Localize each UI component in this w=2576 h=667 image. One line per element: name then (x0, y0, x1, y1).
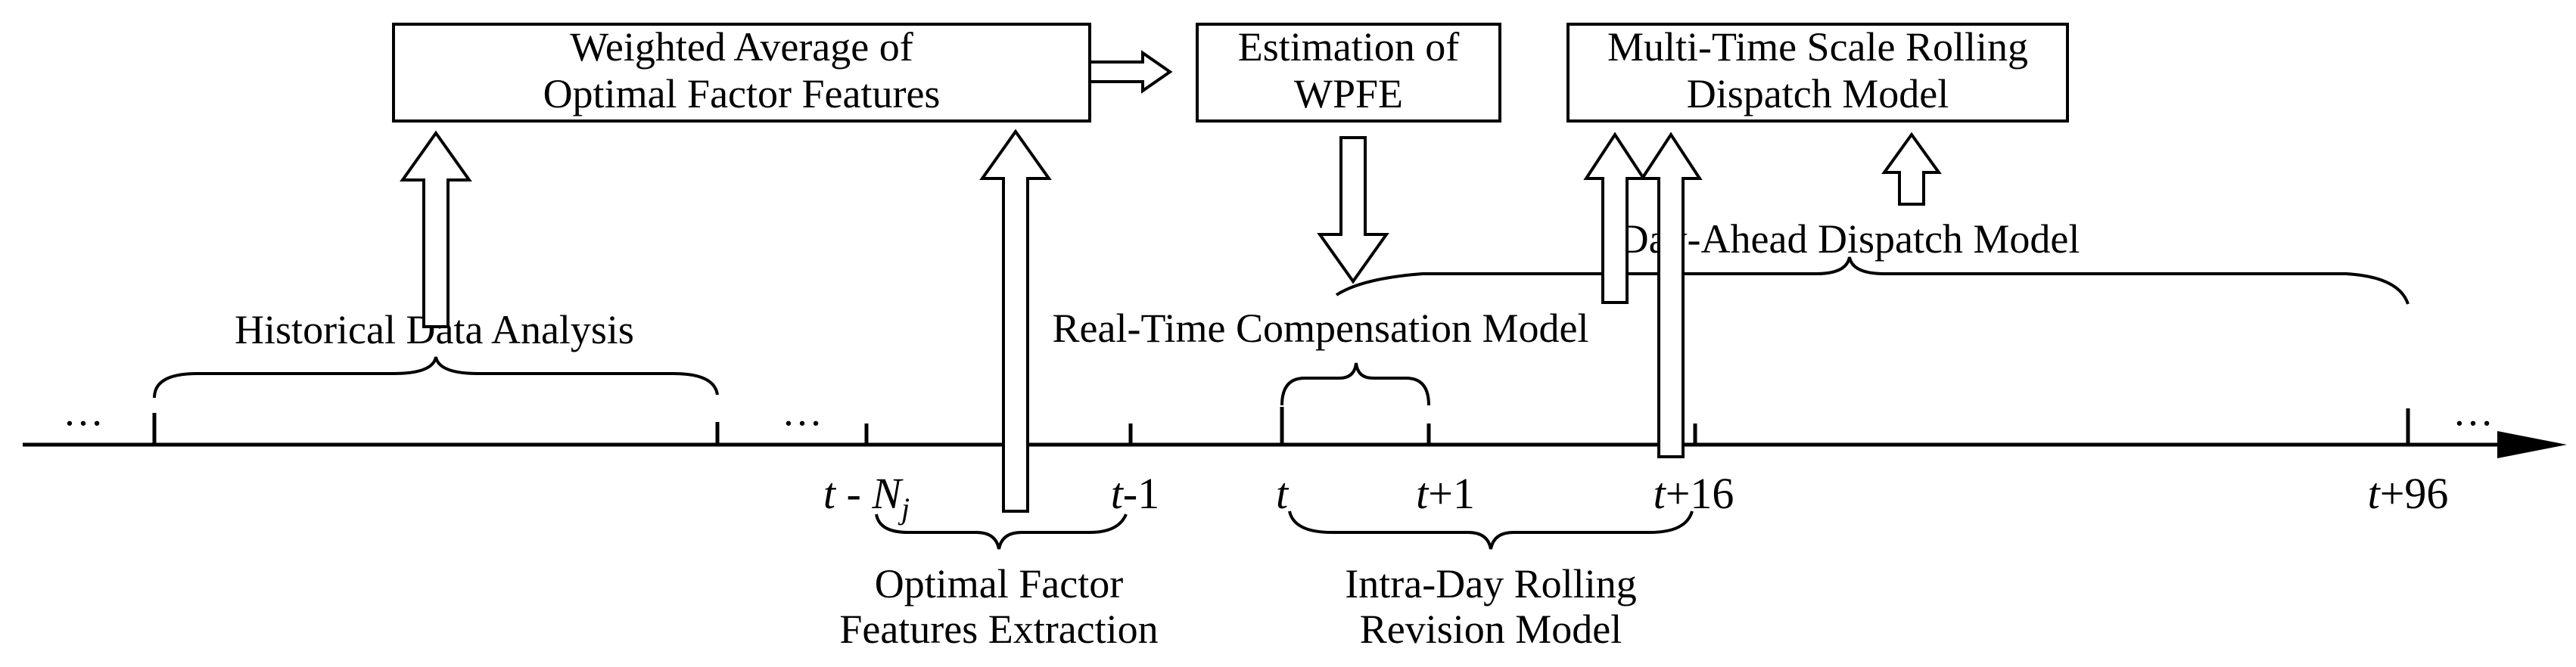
intra-day-line2: Revision Model (1360, 607, 1622, 652)
tick-label-t-minus-1: t-1 (1111, 469, 1159, 518)
historical-brace (153, 356, 719, 399)
ellipsis-middle: … (782, 389, 823, 434)
optimal-extraction-line2: Features Extraction (839, 607, 1158, 652)
day-ahead-label: Day-Ahead Dispatch Model (1619, 216, 2080, 262)
up-arrow-icon (979, 129, 1052, 513)
tick-label-t: t (1276, 469, 1290, 518)
day-ahead-brace (1335, 256, 2410, 305)
tick-marks (152, 407, 2410, 446)
weighted-average-line2: Optimal Factor Features (543, 71, 941, 116)
real-time-brace (1280, 362, 1430, 406)
multi-time-line1: Multi-Time Scale Rolling (1607, 24, 2028, 70)
tick-label-t-plus-16: t+16 (1654, 469, 1734, 518)
ellipsis-right: … (2453, 389, 2494, 434)
estimation-box: Estimation of WPFE (1196, 23, 1501, 123)
timeline-arrowhead-icon (2497, 431, 2567, 458)
down-arrow-icon (1317, 136, 1389, 284)
up-arrow-icon (1583, 132, 1647, 304)
multi-time-scale-box: Multi-Time Scale Rolling Dispatch Model (1566, 23, 2069, 123)
real-time-label: Real-Time Compensation Model (1053, 306, 1589, 351)
up-arrow-icon (1639, 132, 1703, 458)
intra-day-line1: Intra-Day Rolling (1345, 561, 1636, 607)
estimation-line2: WPFE (1294, 71, 1403, 116)
right-arrow-icon (1088, 50, 1173, 94)
intra-day-brace (1288, 510, 1694, 550)
multi-time-line2: Dispatch Model (1687, 71, 1949, 116)
weighted-average-box: Weighted Average of Optimal Factor Featu… (392, 23, 1091, 123)
tick-label-t-plus-1: t+1 (1416, 469, 1475, 518)
tick-label-t-plus-96: t+96 (2368, 469, 2449, 518)
ellipsis-left: … (63, 389, 104, 434)
up-arrow-icon (1881, 132, 1942, 206)
estimation-line1: Estimation of (1238, 24, 1459, 70)
optimal-extraction-line1: Optimal Factor (875, 561, 1123, 607)
up-arrow-icon (400, 130, 472, 328)
optimal-extraction-brace (875, 513, 1128, 550)
tick-label-t-minus-nj: t - Nj (823, 469, 910, 526)
weighted-average-line1: Weighted Average of (570, 24, 913, 70)
